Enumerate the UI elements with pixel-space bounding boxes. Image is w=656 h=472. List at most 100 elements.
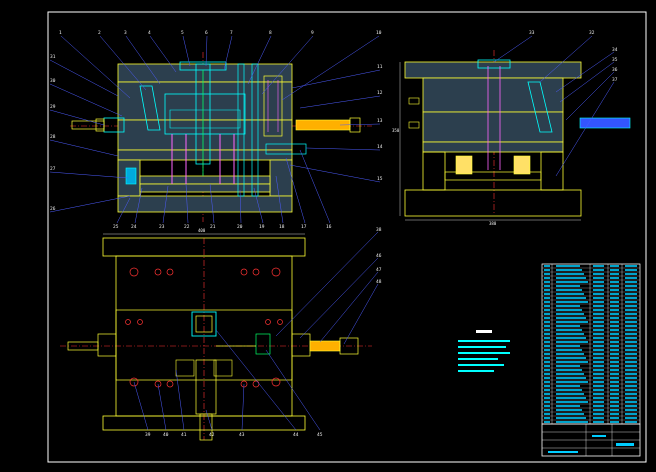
front-top-label: 3 — [124, 30, 127, 36]
front-left-label: 29 — [50, 104, 56, 110]
parts-list-cell-mark — [610, 309, 619, 311]
plan-bottom-label: 41 — [181, 432, 187, 438]
parts-list-cell-mark — [610, 345, 619, 347]
parts-list-cell-mark — [625, 365, 637, 367]
parts-list-cell-mark — [625, 385, 637, 387]
parts-list-cell-mark — [556, 365, 580, 367]
drawing-frame — [47, 11, 647, 463]
parts-list-cell-mark — [544, 345, 550, 347]
plan-right-label: 38 — [376, 227, 382, 233]
front-left-label: 30 — [50, 78, 56, 84]
front-top-label: 2 — [98, 30, 101, 36]
parts-list-cell-mark — [625, 337, 637, 339]
parts-list-cell-mark — [593, 329, 604, 331]
parts-list-cell-mark — [610, 285, 619, 287]
parts-list-cell-mark — [593, 389, 604, 391]
parts-list-cell-mark — [593, 397, 604, 399]
front-right-label: 11 — [377, 64, 383, 70]
front-bottom-label: 17 — [301, 224, 307, 230]
parts-list-cell-mark — [625, 341, 637, 343]
side-top-label: 32 — [589, 30, 595, 36]
parts-list-cell-mark — [625, 285, 637, 287]
parts-list-cell-mark — [593, 309, 604, 311]
plan-bolt-holes — [125, 267, 283, 388]
parts-list-cell-mark — [556, 313, 584, 315]
parts-list-cell-mark — [544, 393, 550, 395]
parts-list-cell-mark — [610, 313, 619, 315]
parts-list-cell-mark — [544, 281, 550, 283]
parts-list-cell-mark — [610, 301, 619, 303]
parts-list-cell-mark — [625, 397, 637, 399]
guide-bushing — [263, 75, 283, 137]
front-bottom-label: 16 — [326, 224, 332, 230]
side-core-plate — [422, 111, 564, 143]
front-bottom-label: 24 — [131, 224, 137, 230]
parts-list-cell-mark — [610, 393, 619, 395]
parts-list-cell-mark — [544, 365, 550, 367]
parts-list-cell-mark — [593, 365, 604, 367]
parts-list-cell-mark — [625, 417, 637, 419]
parts-list-cell-mark — [625, 309, 637, 311]
plan-bottom-label: 39 — [145, 432, 151, 438]
parts-list-cell-mark — [544, 297, 550, 299]
parts-list-cell-mark — [625, 317, 637, 319]
parts-list-cell-mark — [610, 305, 619, 307]
parts-list-cell-mark — [593, 353, 604, 355]
parts-list-cell-mark — [610, 333, 619, 335]
parts-list-cell-mark — [610, 377, 619, 379]
parts-list-cell-mark — [556, 277, 586, 279]
parts-list-cell-mark — [556, 377, 586, 379]
front-left-label: 26 — [50, 206, 56, 212]
parts-list-cell-mark — [556, 349, 582, 351]
parts-list-cell-mark — [625, 377, 637, 379]
parts-list-cell-mark — [556, 357, 586, 359]
side-view-leaders — [493, 35, 615, 177]
bottom-clamp-plate — [117, 195, 293, 213]
notes-line — [458, 346, 506, 348]
front-bottom-label: 19 — [259, 224, 265, 230]
side-angle-pin — [527, 81, 553, 133]
side-cylinder — [579, 117, 631, 129]
parts-list-cell-mark — [593, 413, 604, 415]
side-cavity-plate — [422, 77, 564, 113]
parts-list-cell-mark — [625, 269, 637, 271]
parts-list-cell-mark — [610, 361, 619, 363]
parts-list-cell-mark — [544, 349, 550, 351]
parts-list-cell-mark — [544, 289, 550, 291]
parts-list-cell-mark — [544, 301, 550, 303]
plan-bottom-band — [102, 415, 306, 431]
front-left-label: 31 — [50, 54, 56, 60]
top-clamp-plate — [117, 63, 293, 83]
parts-list-cell-mark — [544, 313, 550, 315]
parts-list-cell-mark — [593, 289, 604, 291]
parts-list-cell-mark — [625, 265, 637, 267]
plan-right-cylinder — [291, 333, 359, 357]
parts-list-cell-mark — [544, 373, 550, 375]
plan-ejector-pad-right — [213, 359, 233, 377]
front-top-label: 1 — [59, 30, 62, 36]
parts-list-cell-mark — [544, 397, 550, 399]
front-bottom-label: 25 — [113, 224, 119, 230]
front-section-view: 1 2 3 4 5 6 7 8 9 10 31 30 29 28 27 26 2… — [49, 30, 383, 230]
front-left-label: 28 — [50, 134, 56, 140]
side-ejector-block-left — [455, 155, 473, 175]
parts-list-cell-mark — [625, 281, 637, 283]
parts-list-cell-mark — [610, 349, 619, 351]
parts-list-cell-mark — [610, 341, 619, 343]
parts-list-cell-mark — [593, 293, 604, 295]
parts-list-cell-mark — [556, 417, 586, 419]
side-top-plate — [404, 61, 582, 79]
parts-list-cell-mark — [610, 269, 619, 271]
guide-pillar-2 — [251, 63, 259, 197]
parts-list-cell-mark — [610, 289, 619, 291]
angle-pin-left — [139, 85, 161, 131]
parts-list-cell-mark — [544, 357, 550, 359]
parts-list-cell-mark — [544, 269, 550, 271]
parts-list-cell-mark — [593, 349, 604, 351]
parts-list-cell-mark — [544, 353, 550, 355]
side-locating-ring — [477, 59, 511, 69]
parts-list-rows — [542, 263, 640, 423]
parts-list-cell-mark — [610, 329, 619, 331]
parts-list-cell-mark — [610, 281, 619, 283]
